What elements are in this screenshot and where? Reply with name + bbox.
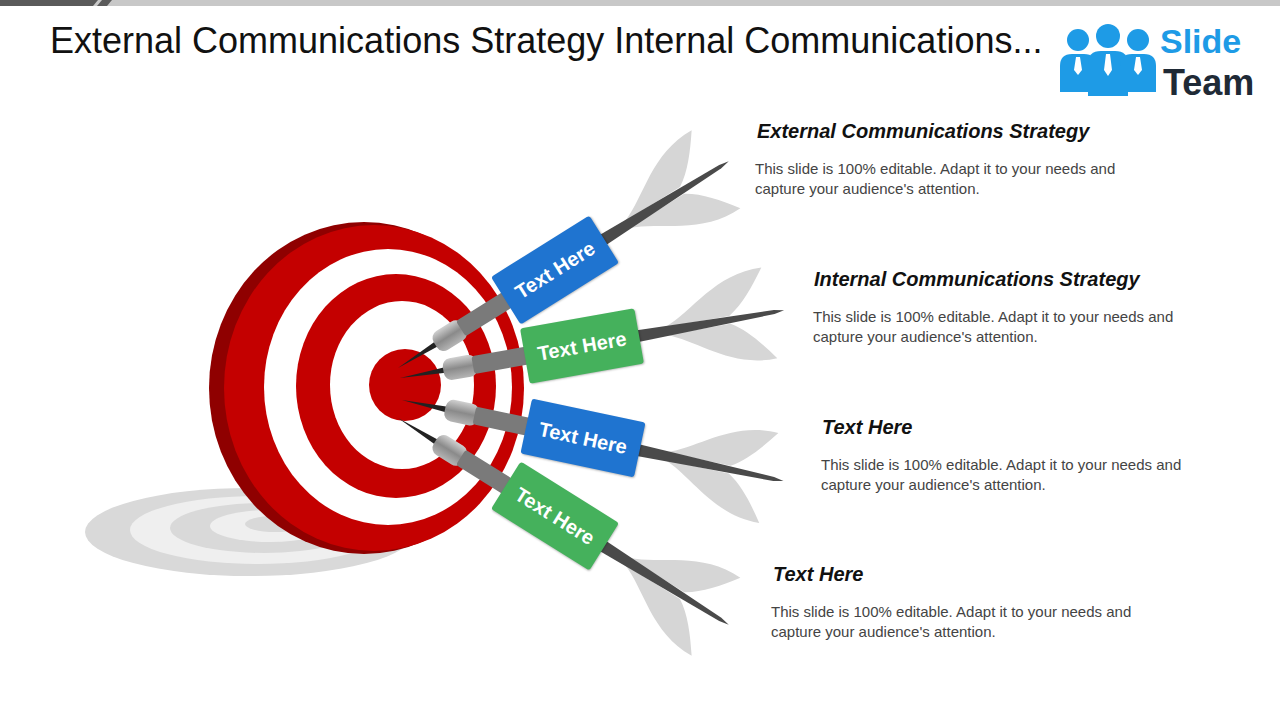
flag-text: Text Here [511,236,599,303]
item-description: This slide is 100% editable. Adapt it to… [771,602,1136,641]
dart-flag: Text Here [491,215,619,324]
dart-flag: Text Here [520,399,645,478]
dart-flag: Text Here [520,308,644,383]
dart [392,265,792,423]
flag-text: Text Here [537,418,629,459]
item-description: This slide is 100% editable. Adapt it to… [813,307,1178,346]
flag-text: Text Here [536,327,628,365]
item-description: This slide is 100% editable. Adapt it to… [821,455,1186,494]
item-heading: External Communications Strategy [757,120,1089,143]
logo-text: Team [1163,62,1254,104]
logo-icon [1060,24,1156,96]
top-bar-accent [0,0,98,6]
item-heading: Text Here [773,563,863,586]
item-heading: Text Here [822,416,912,439]
flag-text: Text Here [511,483,599,550]
slide-title: External Communications Strategy Interna… [50,20,1042,62]
target-board [209,222,524,554]
dart [374,379,754,664]
top-bar [0,0,1280,6]
item-description: This slide is 100% editable. Adapt it to… [755,159,1120,198]
top-bar-accent [97,0,112,6]
logo-text: Slide [1160,22,1241,61]
dart-flag: Text Here [491,462,619,571]
item-heading: Internal Communications Strategy [814,268,1140,291]
dart [374,122,754,407]
